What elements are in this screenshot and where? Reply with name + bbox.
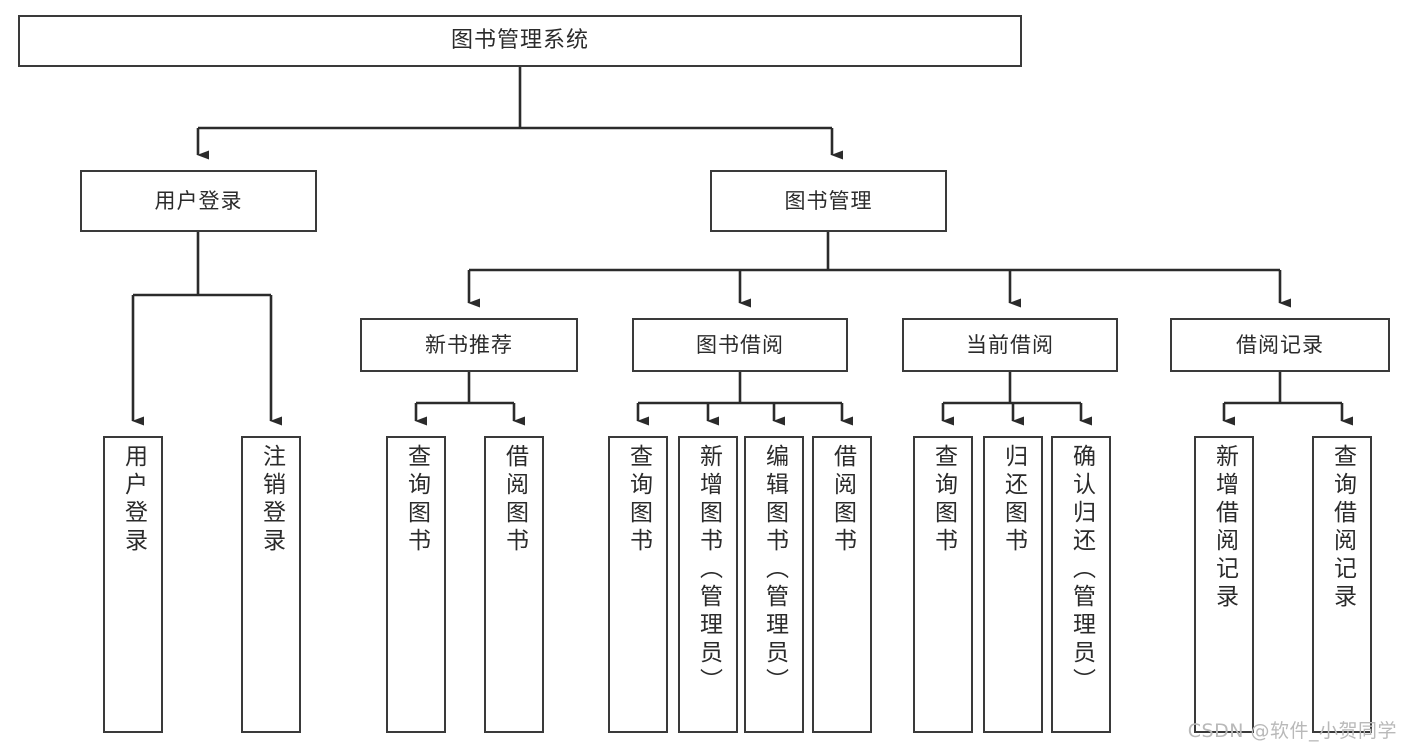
node-leaf-query-book-1[interactable]: 查询图书 bbox=[386, 436, 446, 733]
node-root-label: 图书管理系统 bbox=[450, 28, 589, 54]
node-leaf-borrow-book-2[interactable]: 借阅图书 bbox=[812, 436, 872, 733]
node-leaf-return-book-label: 归还图书 bbox=[1000, 444, 1027, 556]
node-leaf-borrow-book-1[interactable]: 借阅图书 bbox=[484, 436, 544, 733]
node-leaf-query-book-3-label: 查询图书 bbox=[930, 444, 957, 556]
node-new-book-rec-label: 新书推荐 bbox=[425, 332, 513, 357]
node-root[interactable]: 图书管理系统 bbox=[18, 15, 1022, 67]
node-leaf-query-book-2-label: 查询图书 bbox=[625, 444, 652, 556]
node-leaf-edit-book[interactable]: 编辑图书（管理员） bbox=[744, 436, 804, 733]
node-loan-record-label: 借阅记录 bbox=[1236, 332, 1324, 357]
node-current-loan[interactable]: 当前借阅 bbox=[902, 318, 1118, 372]
node-current-loan-label: 当前借阅 bbox=[966, 332, 1054, 357]
node-leaf-user-logout-label: 注销登录 bbox=[258, 444, 285, 556]
node-leaf-query-book-3[interactable]: 查询图书 bbox=[913, 436, 973, 733]
node-leaf-add-record[interactable]: 新增借阅记录 bbox=[1194, 436, 1254, 733]
node-leaf-edit-book-label: 编辑图书（管理员） bbox=[761, 444, 788, 696]
node-user-login-label: 用户登录 bbox=[154, 188, 243, 213]
node-new-book-rec[interactable]: 新书推荐 bbox=[360, 318, 578, 372]
watermark-text: CSDN @软件_小贺同学 bbox=[1187, 720, 1397, 742]
node-loan-record[interactable]: 借阅记录 bbox=[1170, 318, 1390, 372]
node-leaf-user-login-label: 用户登录 bbox=[120, 444, 147, 556]
node-leaf-borrow-book-2-label: 借阅图书 bbox=[829, 444, 856, 556]
node-leaf-return-book[interactable]: 归还图书 bbox=[983, 436, 1043, 733]
node-user-login[interactable]: 用户登录 bbox=[80, 170, 317, 232]
node-book-borrow-label: 图书借阅 bbox=[696, 332, 784, 357]
node-leaf-user-logout[interactable]: 注销登录 bbox=[241, 436, 301, 733]
node-leaf-user-login[interactable]: 用户登录 bbox=[103, 436, 163, 733]
node-leaf-query-book-2[interactable]: 查询图书 bbox=[608, 436, 668, 733]
node-leaf-add-record-label: 新增借阅记录 bbox=[1211, 444, 1238, 612]
node-leaf-query-record-label: 查询借阅记录 bbox=[1329, 444, 1356, 612]
node-leaf-confirm-return-label: 确认归还（管理员） bbox=[1068, 444, 1095, 696]
node-leaf-borrow-book-1-label: 借阅图书 bbox=[501, 444, 528, 556]
node-leaf-confirm-return[interactable]: 确认归还（管理员） bbox=[1051, 436, 1111, 733]
node-leaf-query-book-1-label: 查询图书 bbox=[403, 444, 430, 556]
node-leaf-query-record[interactable]: 查询借阅记录 bbox=[1312, 436, 1372, 733]
node-book-borrow[interactable]: 图书借阅 bbox=[632, 318, 848, 372]
node-book-admin[interactable]: 图书管理 bbox=[710, 170, 947, 232]
node-leaf-add-book-label: 新增图书（管理员） bbox=[695, 444, 722, 696]
node-leaf-add-book[interactable]: 新增图书（管理员） bbox=[678, 436, 738, 733]
node-book-admin-label: 图书管理 bbox=[784, 188, 873, 213]
